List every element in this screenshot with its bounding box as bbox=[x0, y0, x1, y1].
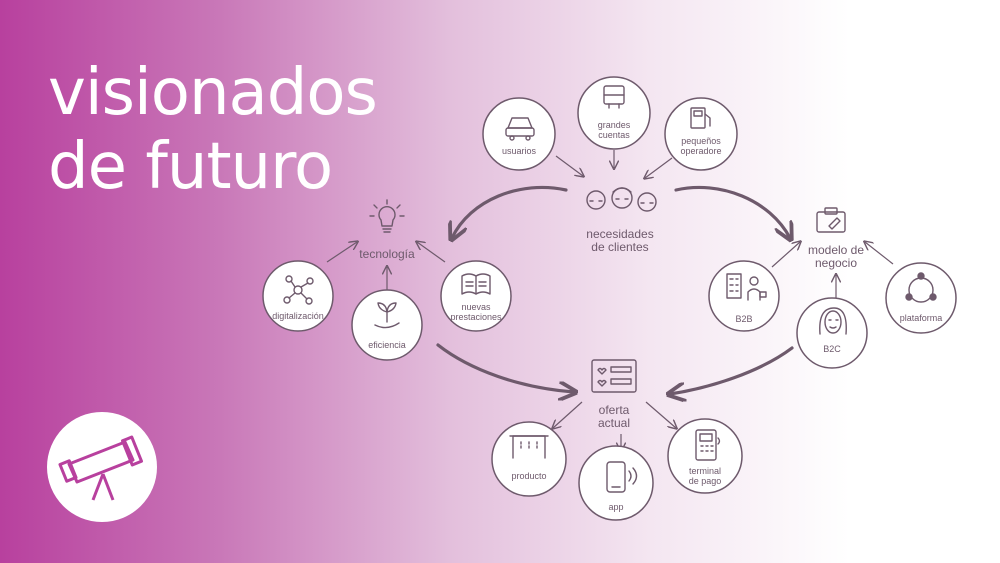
node-usuarios bbox=[482, 97, 556, 171]
node-app bbox=[578, 445, 654, 521]
customers-icon bbox=[586, 187, 657, 212]
arrow-producto bbox=[553, 401, 583, 428]
arrow-digital bbox=[326, 242, 357, 263]
node-nuevas bbox=[440, 260, 512, 332]
title-line-1: visionados bbox=[48, 56, 378, 130]
plant-hand-icon bbox=[374, 302, 400, 329]
arrow-terminal bbox=[645, 401, 676, 428]
label-digitalizacion: digitalización bbox=[272, 311, 324, 321]
arrow-business-to-offer bbox=[670, 346, 794, 394]
building-person-icon bbox=[726, 273, 767, 301]
node-producto bbox=[491, 421, 567, 497]
label-b2c: B2C bbox=[823, 344, 841, 354]
node-terminal bbox=[667, 418, 743, 494]
payment-terminal-icon bbox=[695, 429, 721, 461]
label-necesidades: necesidades de clientes bbox=[586, 227, 654, 254]
node-plataforma bbox=[885, 262, 957, 334]
woman-face-icon bbox=[819, 307, 847, 335]
arrow-nuevas bbox=[417, 242, 446, 263]
label-tecnologia: tecnología bbox=[359, 247, 415, 261]
lightbulb-icon bbox=[369, 199, 405, 233]
arrow-clients-to-tech bbox=[452, 185, 568, 238]
label-plataforma: plataforma bbox=[899, 313, 943, 323]
clipboard-icon bbox=[816, 207, 846, 233]
title-line-2: de futuro bbox=[48, 130, 333, 204]
label-modelo-negocio: modelo de negocio bbox=[807, 243, 865, 270]
arrow-b2b bbox=[771, 242, 800, 268]
node-digitalizacion bbox=[262, 260, 334, 332]
label-producto: producto bbox=[511, 471, 547, 481]
label-eficiencia: eficiencia bbox=[368, 340, 406, 350]
arrow-clients-to-business bbox=[674, 185, 790, 238]
offer-card-icon bbox=[591, 359, 637, 393]
book-icon bbox=[461, 273, 491, 295]
label-grandes-cuentas: grandes cuentas bbox=[597, 120, 631, 140]
network-icon bbox=[283, 275, 314, 305]
telescope-icon bbox=[58, 435, 144, 501]
node-eficiencia bbox=[351, 289, 423, 361]
arrow-pequenos bbox=[645, 157, 673, 178]
arrow-tech-to-offer bbox=[436, 343, 574, 392]
fuel-pump-icon bbox=[690, 107, 711, 129]
label-app: app bbox=[608, 502, 624, 512]
label-b2b: B2B bbox=[735, 314, 753, 324]
phone-icon bbox=[606, 461, 638, 493]
fleet-icon bbox=[603, 85, 625, 109]
label-oferta-actual: oferta actual bbox=[597, 403, 631, 430]
label-usuarios: usuarios bbox=[501, 146, 537, 156]
car-icon bbox=[505, 117, 535, 141]
label-nuevas: nuevas prestaciones bbox=[450, 302, 502, 322]
node-pequenos bbox=[664, 97, 738, 171]
carwash-icon bbox=[509, 435, 549, 459]
arrow-plataforma bbox=[865, 242, 894, 265]
arrow-usuarios bbox=[555, 155, 583, 176]
telescope-logo bbox=[47, 412, 157, 522]
label-terminal: terminal de pago bbox=[688, 466, 722, 486]
platform-icon bbox=[905, 272, 937, 303]
node-grandes-cuentas bbox=[577, 76, 651, 150]
label-pequenos: pequeños operadore bbox=[680, 136, 722, 156]
